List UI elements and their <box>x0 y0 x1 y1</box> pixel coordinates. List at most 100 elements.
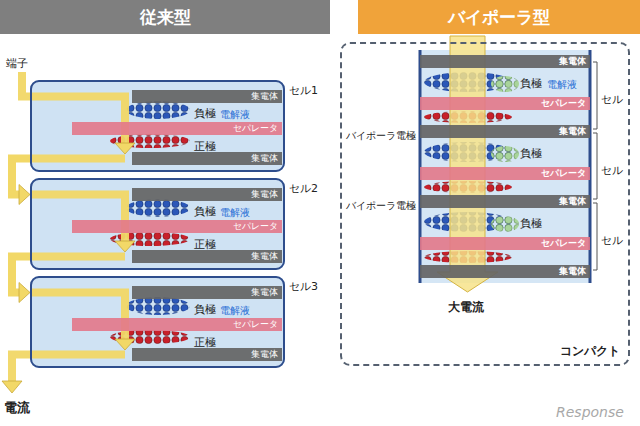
cell-bracket <box>593 62 597 129</box>
collector-bar: 集電体 <box>420 195 590 208</box>
anode-label-holder: 負極 <box>520 212 542 231</box>
shape-label: 集電体 <box>251 189 278 200</box>
collector-bar: 集電体 <box>132 286 282 299</box>
electrolyte-particles <box>491 216 519 232</box>
separator-band: セパレータ <box>72 220 282 233</box>
collector-bar: 集電体 <box>132 348 282 361</box>
electrolyte-label: 電解液 <box>547 79 577 90</box>
cell-label: セル <box>601 93 623 106</box>
shape-label: セパレータ <box>233 123 278 134</box>
cathode-label-holder: 正極 <box>194 233 216 252</box>
cell-label-holder: セル <box>601 159 623 178</box>
cathode-label: 正極 <box>194 238 216 251</box>
cell-heading: セル2 <box>289 182 318 195</box>
collector-bar: 集電体 <box>132 188 282 201</box>
cell-bracket <box>593 133 597 199</box>
connector-arrowhead <box>19 185 30 205</box>
shape-label: セパレータ <box>541 168 586 179</box>
anode-label: 負極 <box>520 77 542 90</box>
terminal-label-holder: 端子 <box>6 52 28 71</box>
anode-label-holder: 負極 <box>520 142 542 161</box>
region-caption: コンパクト <box>560 344 620 358</box>
cell-bracket <box>593 203 597 270</box>
cathode-label-holder: 正極 <box>194 135 216 154</box>
current-connector <box>12 159 30 205</box>
separator-band: セパレータ <box>420 237 590 250</box>
watermark-holder: Response <box>556 402 624 421</box>
watermark: Response <box>556 404 624 420</box>
cell-heading: セル1 <box>289 84 318 97</box>
anode-label-holder: 負極 <box>520 72 542 91</box>
electrolyte-label-holder: 電解液 <box>220 103 250 122</box>
electrolyte-particles <box>491 76 519 92</box>
anode-label: 負極 <box>194 205 216 218</box>
bipolar-electrode-label-holder: バイポーラ電極 <box>346 124 416 143</box>
separator-band: セパレータ <box>420 167 590 180</box>
cell-heading: セル3 <box>289 280 318 293</box>
collector-bar: 集電体 <box>132 90 282 103</box>
cell-label: セル <box>601 164 623 177</box>
current-connector <box>12 257 30 303</box>
separator-band: セパレータ <box>72 122 282 135</box>
separator-band: セパレータ <box>420 97 590 110</box>
cell-label: セル <box>601 234 623 247</box>
electrolyte-particles <box>491 146 519 162</box>
current-label: 電流 <box>4 400 30 415</box>
electrolyte-label: 電解液 <box>220 207 250 218</box>
cell-fill <box>30 178 285 270</box>
current-label-holder: 電流 <box>4 397 30 416</box>
shape-label: セパレータ <box>233 221 278 232</box>
anode-label-holder: 負極 <box>194 200 216 219</box>
large-current-label: 大電流 <box>448 300 484 314</box>
header-band: 従来型 <box>0 0 330 34</box>
stack-fill <box>420 50 590 283</box>
flow-arrowhead <box>2 381 22 393</box>
anode-particles <box>126 297 190 315</box>
large-current-arrow <box>437 36 498 292</box>
collector-bar: 集電体 <box>420 55 590 68</box>
collector-bar: 集電体 <box>132 250 282 263</box>
anode-particles <box>126 101 190 119</box>
anode-label: 負極 <box>194 107 216 120</box>
bipolar-electrode-label-holder: バイポーラ電極 <box>346 194 416 213</box>
header-band: バイポーラ型 <box>358 0 640 34</box>
shape-label: 従来型 <box>140 7 191 27</box>
current-flow <box>30 195 125 243</box>
bipolar-electrode-label: バイポーラ電極 <box>346 130 416 141</box>
terminal-label: 端子 <box>6 57 28 70</box>
shape-label: 集電体 <box>251 287 278 298</box>
shape-label: 集電体 <box>559 266 586 277</box>
anode-label: 負極 <box>194 303 216 316</box>
current-flow <box>30 155 125 163</box>
connector-arrowhead <box>19 283 30 303</box>
anode-particles <box>126 199 190 217</box>
anode-label: 負極 <box>520 147 542 160</box>
cell-box: 集電体セパレータ集電体セル1 <box>30 80 285 172</box>
shape-label: 集電体 <box>251 91 278 102</box>
electrolyte-label: 電解液 <box>220 305 250 316</box>
shape-label: 集電体 <box>251 153 278 164</box>
cathode-label: 正極 <box>194 336 216 349</box>
current-flow <box>12 355 125 383</box>
current-flow <box>30 293 125 341</box>
shape-label: 集電体 <box>251 251 278 262</box>
shape-label: セパレータ <box>233 319 278 330</box>
electrolyte-label-holder: 電解液 <box>220 201 250 220</box>
cathode-label-holder: 正極 <box>194 331 216 350</box>
collector-bar: 集電体 <box>420 125 590 138</box>
cell-label-holder: セル <box>601 88 623 107</box>
shape-label: セパレータ <box>541 98 586 109</box>
collector-bar: 集電体 <box>420 265 590 278</box>
anode-label-holder: 負極 <box>194 102 216 121</box>
cell-box: 集電体セパレータ集電体セル3 <box>30 276 285 368</box>
shape-label: 集電体 <box>251 349 278 360</box>
current-flow <box>30 253 125 261</box>
separator-band: セパレータ <box>72 318 282 331</box>
bipolar-electrode-label: バイポーラ電極 <box>346 200 416 211</box>
anode-label-holder: 負極 <box>194 298 216 317</box>
shape-label: 集電体 <box>559 196 586 207</box>
shape-label: 集電体 <box>559 56 586 67</box>
